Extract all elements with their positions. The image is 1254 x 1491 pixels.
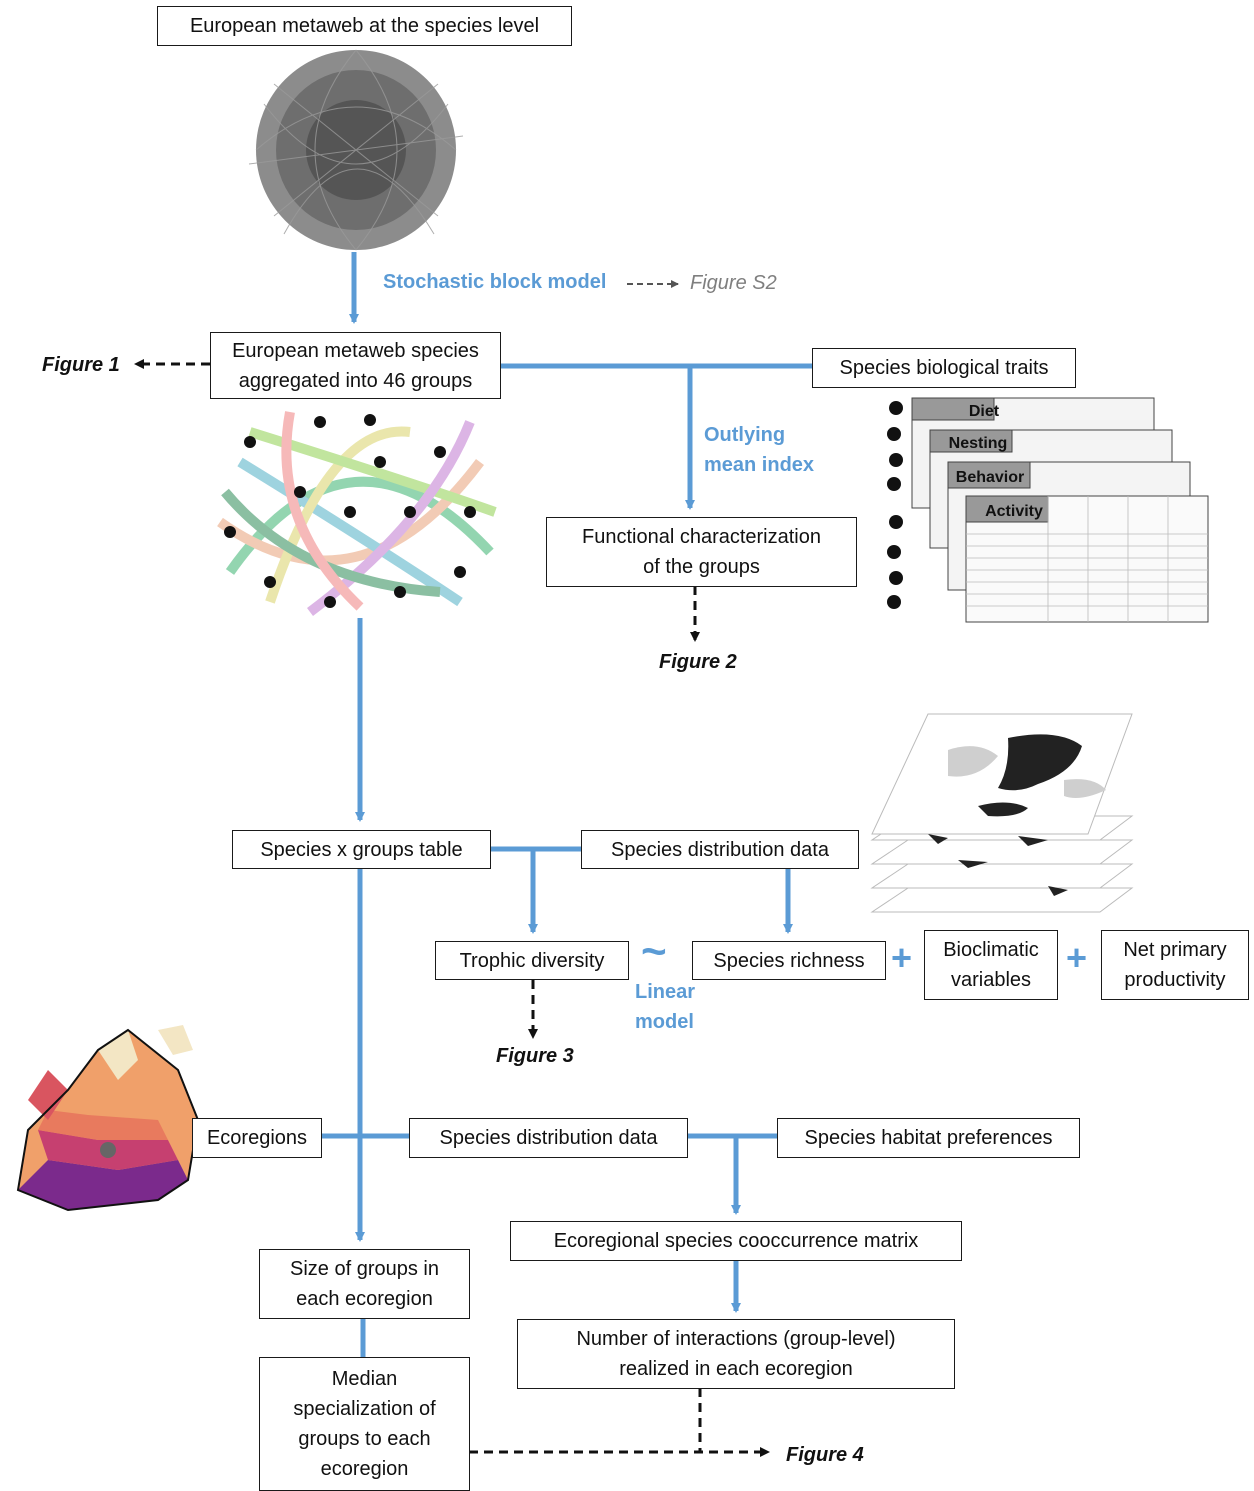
europe-ecoregions-map-icon — [16, 1025, 200, 1212]
figure-4-label: Figure 4 — [786, 1444, 864, 1466]
method-linear-model: Linear model — [635, 981, 696, 1033]
cooccurrence-matrix-box: Ecoregional species cooccurrence matrix — [510, 1221, 962, 1261]
hairball-network-icon — [248, 49, 464, 251]
figure-s2-label: Figure S2 — [690, 272, 777, 294]
figure-3-label: Figure 3 — [496, 1045, 574, 1067]
method-stochastic-block-model: Stochastic block model — [383, 271, 607, 293]
figure-2-label: Figure 2 — [659, 651, 737, 673]
trait-tables-icon: Diet Nesting Behavior Activity — [887, 397, 1209, 623]
trophic-diversity-box: Trophic diversity — [435, 941, 629, 980]
interactions-box: Number of interactions (group-level) rea… — [517, 1319, 955, 1389]
habitat-preferences-box: Species habitat preferences — [777, 1118, 1080, 1158]
bioclimatic-variables-box: Bioclimatic variables — [924, 930, 1058, 1000]
tilde-symbol: ~ — [641, 927, 667, 976]
metaweb-species-box: European metaweb at the species level — [157, 6, 572, 46]
species-distribution-box-1: Species distribution data — [581, 830, 859, 869]
ecoregions-box: Ecoregions — [192, 1118, 322, 1158]
trait-table-diet: Diet — [969, 403, 1000, 420]
plus-symbol-2: + — [1066, 937, 1088, 978]
plus-symbol-1: + — [891, 937, 913, 978]
biological-traits-box: Species biological traits — [812, 348, 1076, 388]
figure-1-label: Figure 1 — [42, 354, 120, 376]
species-distribution-box-2: Species distribution data — [409, 1118, 688, 1158]
median-specialization-box: Median specialization of groups to each … — [259, 1357, 470, 1491]
size-of-groups-box: Size of groups in each ecoregion — [259, 1249, 470, 1319]
net-primary-productivity-box: Net primary productivity — [1101, 930, 1249, 1000]
grouped-network-icon — [217, 411, 497, 616]
method-outlying-mean-index: Outlying mean index — [704, 424, 815, 476]
trait-table-activity: Activity — [985, 503, 1043, 520]
species-richness-box: Species richness — [692, 941, 886, 980]
species-groups-table-box: Species x groups table — [232, 830, 491, 869]
functional-characterization-box: Functional characterization of the group… — [546, 517, 857, 587]
map-stack-icon — [870, 713, 1134, 913]
trait-table-nesting: Nesting — [949, 435, 1008, 452]
metaweb-groups-box: European metaweb species aggregated into… — [210, 332, 501, 399]
trait-table-behavior: Behavior — [956, 469, 1024, 486]
